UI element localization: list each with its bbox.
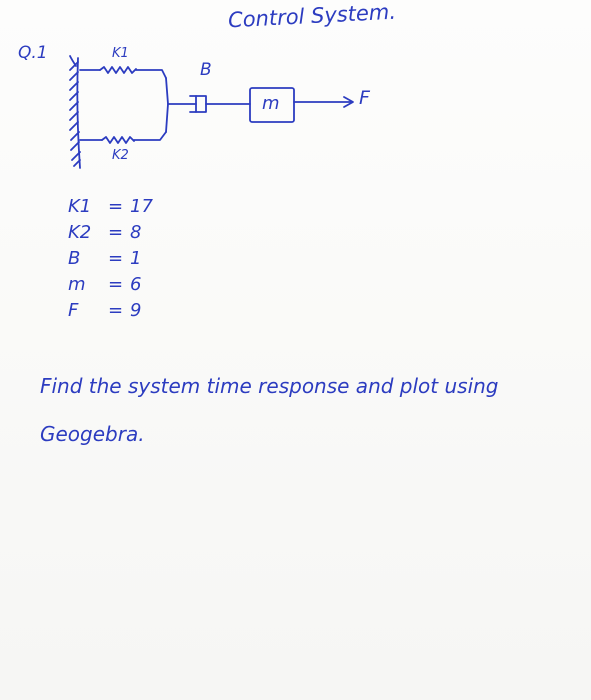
parameter-list: K1 = 17 K2 = 8 B = 1 m = 6 F = 9 xyxy=(68,194,153,324)
parameter-name: B xyxy=(68,248,81,269)
parameter-value: 8 xyxy=(130,222,142,243)
fixed-wall xyxy=(69,55,81,169)
equals-sign: = xyxy=(108,248,124,269)
equals-sign: = xyxy=(108,300,124,321)
spring-k2 xyxy=(79,131,167,144)
force-arrow xyxy=(293,96,354,108)
damper-b xyxy=(167,95,251,113)
question-number: Q.1 xyxy=(18,43,48,63)
mass-label: m xyxy=(262,93,280,114)
parameter-value: 17 xyxy=(130,196,153,217)
parameter-value: 9 xyxy=(130,300,142,321)
spring-k2-label: K2 xyxy=(112,148,129,163)
spring-k1 xyxy=(79,66,167,79)
parameter-name: K2 xyxy=(68,222,92,243)
parameter-name: K1 xyxy=(68,196,92,217)
mechanical-system-diagram xyxy=(69,55,354,169)
parameter-name: F xyxy=(68,300,79,321)
parameter-row: K1 = 17 xyxy=(68,194,153,220)
problem-instruction: Find the system time response and plot u… xyxy=(40,374,499,446)
equals-sign: = xyxy=(108,222,124,243)
damper-label: B xyxy=(200,60,212,80)
equals-sign: = xyxy=(108,196,124,217)
parameter-row: B = 1 xyxy=(68,246,153,272)
parameter-value: 1 xyxy=(130,248,142,269)
spring-connector-bar xyxy=(165,77,169,133)
equals-sign: = xyxy=(108,274,124,295)
parameter-row: F = 9 xyxy=(68,298,153,324)
parameter-row: m = 6 xyxy=(68,272,153,298)
force-label: F xyxy=(359,87,370,109)
mass-block xyxy=(249,87,295,123)
parameter-name: m xyxy=(68,274,86,295)
parameter-value: 6 xyxy=(130,274,142,295)
parameter-row: K2 = 8 xyxy=(68,220,153,246)
spring-k1-label: K1 xyxy=(112,46,129,61)
